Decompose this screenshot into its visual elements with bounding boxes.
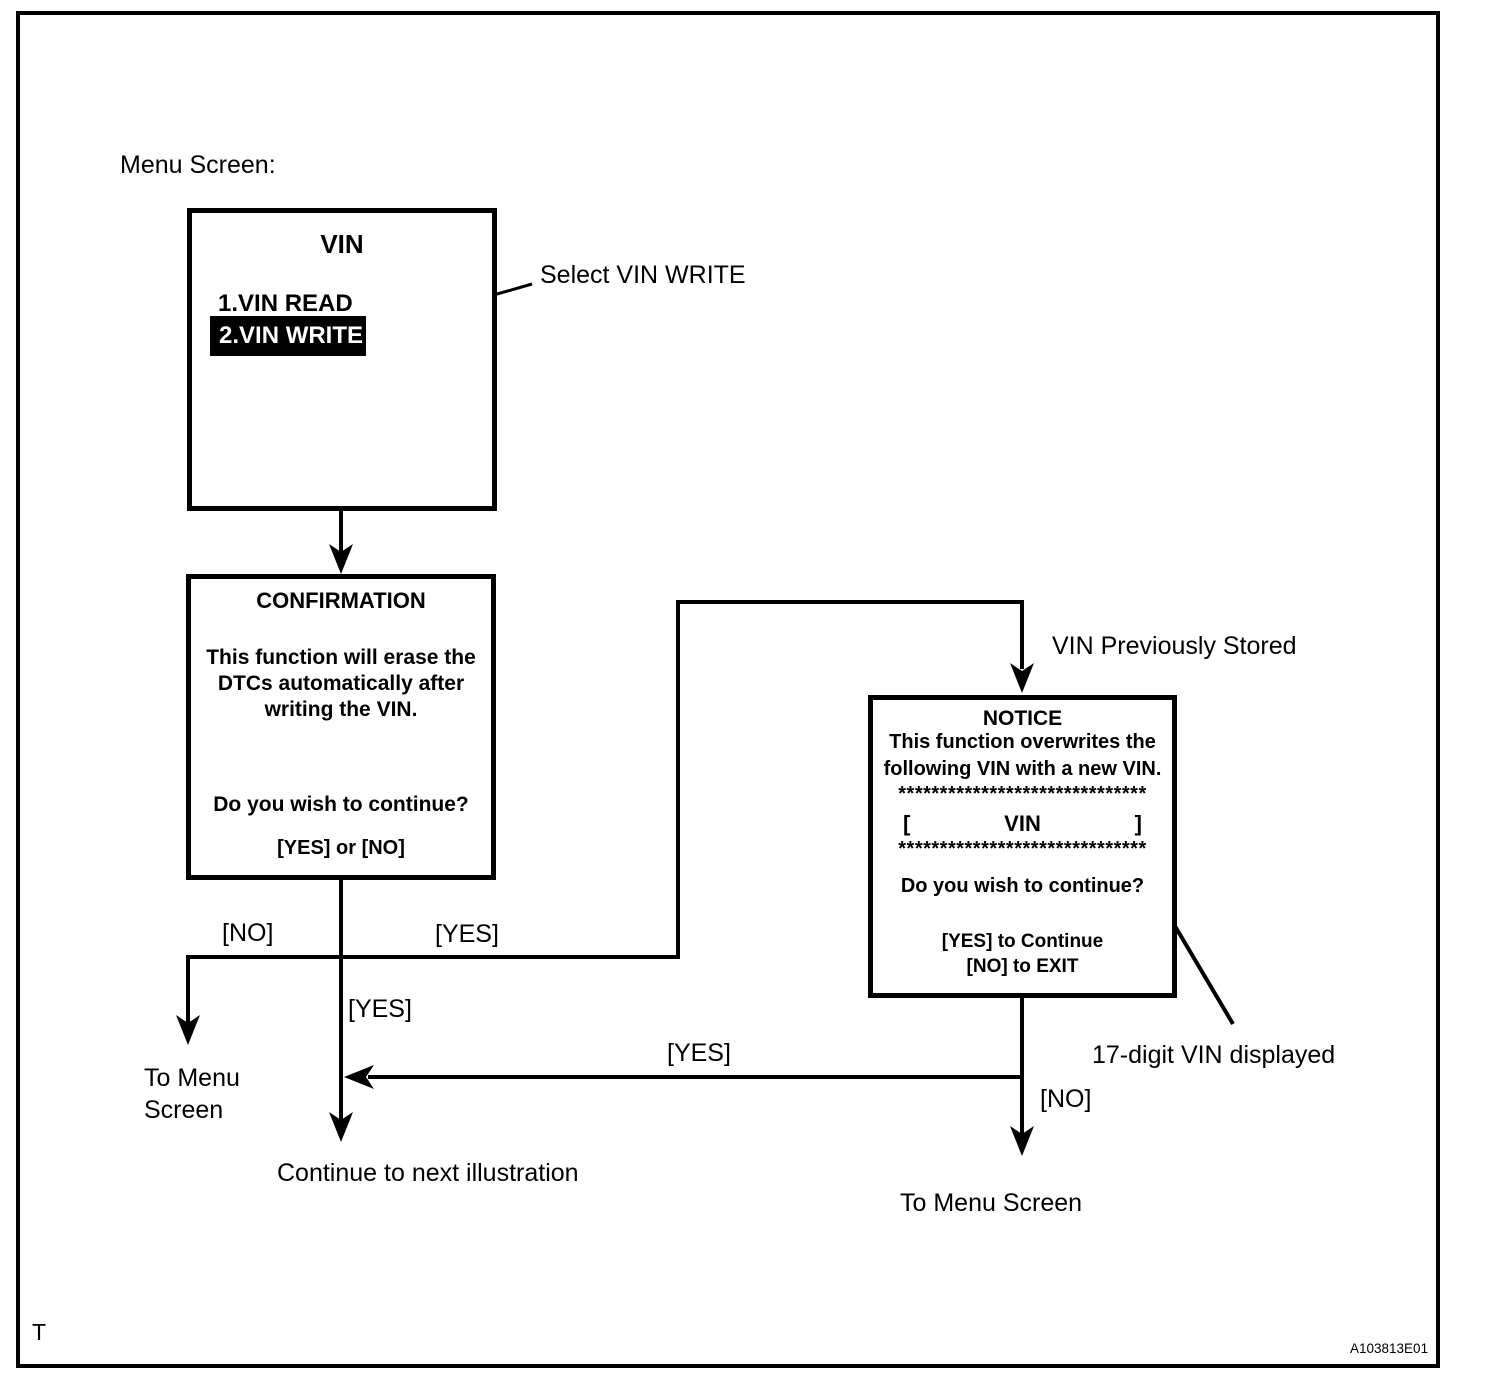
footer-page-marker: T <box>32 1319 47 1345</box>
vin-menu-title: VIN <box>320 229 364 259</box>
notice-title: NOTICE <box>982 707 1063 730</box>
arrowhead-notice-yes-left <box>344 1065 374 1089</box>
arrowhead-into-notice <box>1010 663 1034 693</box>
menu-item-vin-read: 1.VIN READ <box>218 290 353 317</box>
confirmation-body-line1: This function will erase the <box>206 646 476 669</box>
confirmation-body-line3: writing the VIN. <box>264 698 418 721</box>
terminal-continue-next-illustration: Continue to next illustration <box>277 1159 579 1187</box>
seventeen-digit-vin-callout: 17-digit VIN displayed <box>1092 1041 1336 1069</box>
notice-body-line1: This function overwrites the <box>889 731 1156 753</box>
vin-menu-box: VIN 1.VIN READ 2.VIN WRITE <box>187 208 497 511</box>
confirmation-box: CONFIRMATION This function will erase th… <box>186 574 496 880</box>
branch-label-confirmation-no: [NO] <box>222 919 274 947</box>
arrowhead-no-left <box>176 1015 200 1045</box>
notice-body-line2: following VIN with a new VIN. <box>883 758 1162 780</box>
vin-field-open-bracket: [ <box>903 811 911 836</box>
menu-screen-label: Menu Screen: <box>120 151 276 179</box>
vin-field-value: VIN <box>1004 811 1041 836</box>
confirmation-question: Do you wish to continue? <box>213 793 469 816</box>
asterisk-separator-top: ****************************** <box>898 784 1147 804</box>
notice-body: This function overwrites the following V… <box>873 729 1172 783</box>
select-vin-write-callout: Select VIN WRITE <box>540 261 746 289</box>
branch-label-confirmation-yes-down: [YES] <box>348 995 412 1023</box>
branch-label-confirmation-yes-right: [YES] <box>435 920 499 948</box>
vin-display-field: [ VIN ] <box>873 809 1172 839</box>
notice-option-yes: [YES] to Continue <box>941 931 1104 952</box>
menu-item-vin-write-selected: 2.VIN WRITE <box>210 316 366 356</box>
terminal-to-menu-left-line2: Screen <box>144 1096 224 1124</box>
terminal-to-menu-left-line1: To Menu <box>144 1064 240 1092</box>
vin-previously-stored-label: VIN Previously Stored <box>1052 632 1297 660</box>
confirmation-options: [YES] or [NO] <box>277 837 405 859</box>
asterisk-separator-bottom: ****************************** <box>898 839 1147 859</box>
notice-option-no: [NO] to EXIT <box>966 956 1079 977</box>
confirmation-title: CONFIRMATION <box>256 588 426 613</box>
arrowhead-menu-to-confirmation <box>329 544 353 574</box>
notice-question: Do you wish to continue? <box>900 875 1145 897</box>
branch-label-notice-no: [NO] <box>1040 1085 1092 1113</box>
confirmation-body: This function will erase the DTCs automa… <box>191 645 491 723</box>
terminal-to-menu-screen-left: To Menu Screen <box>144 1062 240 1126</box>
vin-field-close-bracket: ] <box>1134 811 1142 836</box>
arrowhead-notice-down <box>1010 1126 1034 1156</box>
diagram-border <box>16 11 1440 1368</box>
notice-box: NOTICE This function overwrites the foll… <box>868 695 1177 998</box>
confirmation-body-line2: DTCs automatically after <box>217 672 465 695</box>
terminal-to-menu-screen-right: To Menu Screen <box>900 1189 1083 1217</box>
footer-figure-code: A103813E01 <box>1350 1341 1429 1356</box>
arrowhead-continue-down <box>329 1112 353 1142</box>
line-yes-to-notice <box>676 600 1024 959</box>
branch-label-notice-yes: [YES] <box>667 1039 731 1067</box>
